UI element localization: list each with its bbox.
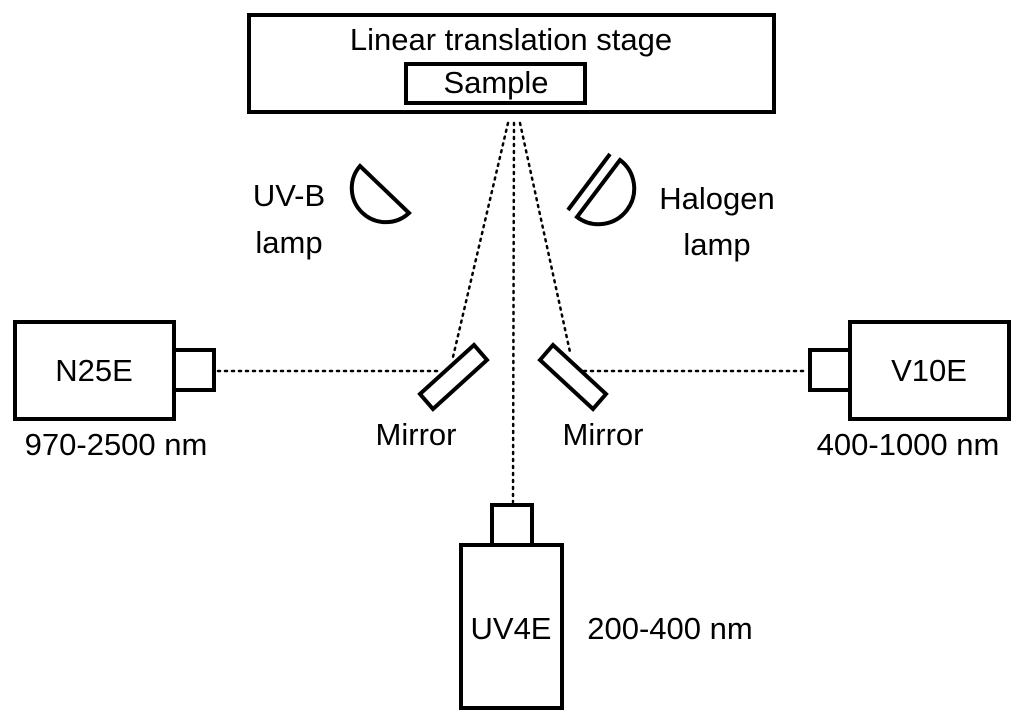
right-mirror-label: Mirror xyxy=(563,417,644,452)
left-mirror-label: Mirror xyxy=(376,417,457,452)
uv4e-camera-name: UV4E xyxy=(471,611,552,646)
uv4e-camera-body xyxy=(459,543,564,710)
beam-sample-to-bottom-camera xyxy=(511,121,516,504)
v10e-camera-name: V10E xyxy=(891,353,967,388)
uv4e-camera-range: 200-400 nm xyxy=(587,611,752,646)
beam-sample-to-right-mirror xyxy=(518,121,572,354)
n25e-camera-lens xyxy=(172,348,216,392)
optical-paths xyxy=(216,121,809,504)
sample-label: Sample xyxy=(443,65,548,100)
halogen-lamp-icon xyxy=(566,152,637,227)
v10e-camera-range: 400-1000 nm xyxy=(817,427,1000,462)
right-mirror-icon xyxy=(537,342,609,412)
left-mirror-icon xyxy=(417,342,490,412)
uvb-lamp-icon xyxy=(349,163,412,225)
translation-stage-label: Linear translation stage xyxy=(350,22,672,57)
v10e-camera-lens xyxy=(808,348,852,392)
uvb-lamp-label-line2: lamp xyxy=(255,225,322,260)
n25e-camera-name: N25E xyxy=(55,353,133,388)
uv4e-camera: UV4E xyxy=(459,503,564,710)
n25e-camera-range: 970-2500 nm xyxy=(25,427,208,462)
n25e-camera: N25E xyxy=(13,320,216,421)
uv4e-camera-lens xyxy=(490,503,534,547)
halogen-lamp-label-line1: Halogen xyxy=(659,181,774,216)
v10e-camera: V10E xyxy=(808,320,1011,421)
sample-box xyxy=(404,62,587,105)
beam-sample-to-left-mirror xyxy=(451,121,510,359)
uvb-lamp-label-line1: UV-B xyxy=(253,178,325,213)
halogen-lamp-label-line2: lamp xyxy=(683,227,750,262)
translation-stage-box xyxy=(247,13,776,114)
